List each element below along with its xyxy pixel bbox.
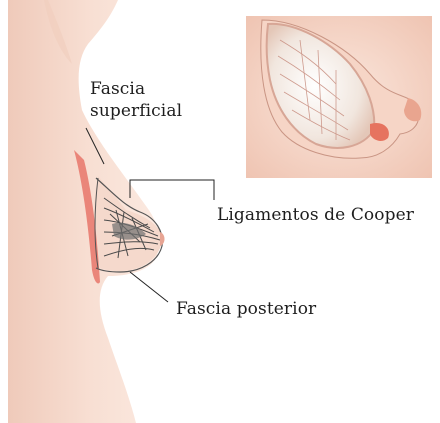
leader-cooper	[130, 180, 214, 200]
label-ligamentos-de-cooper: Ligamentos de Cooper	[217, 204, 414, 226]
leader-fascia-posterior	[130, 272, 168, 302]
label-fascia-posterior: Fascia posterior	[176, 298, 316, 320]
label-fascia-superficial-line1: Fascia	[90, 78, 182, 100]
label-fascia-superficial-line2: superficial	[90, 100, 182, 122]
label-fascia-superficial: Fascia superficial	[90, 78, 182, 122]
inset-illustration	[246, 16, 432, 178]
nipple	[160, 232, 165, 246]
torso-body	[8, 0, 159, 423]
torso-figure	[8, 0, 165, 423]
